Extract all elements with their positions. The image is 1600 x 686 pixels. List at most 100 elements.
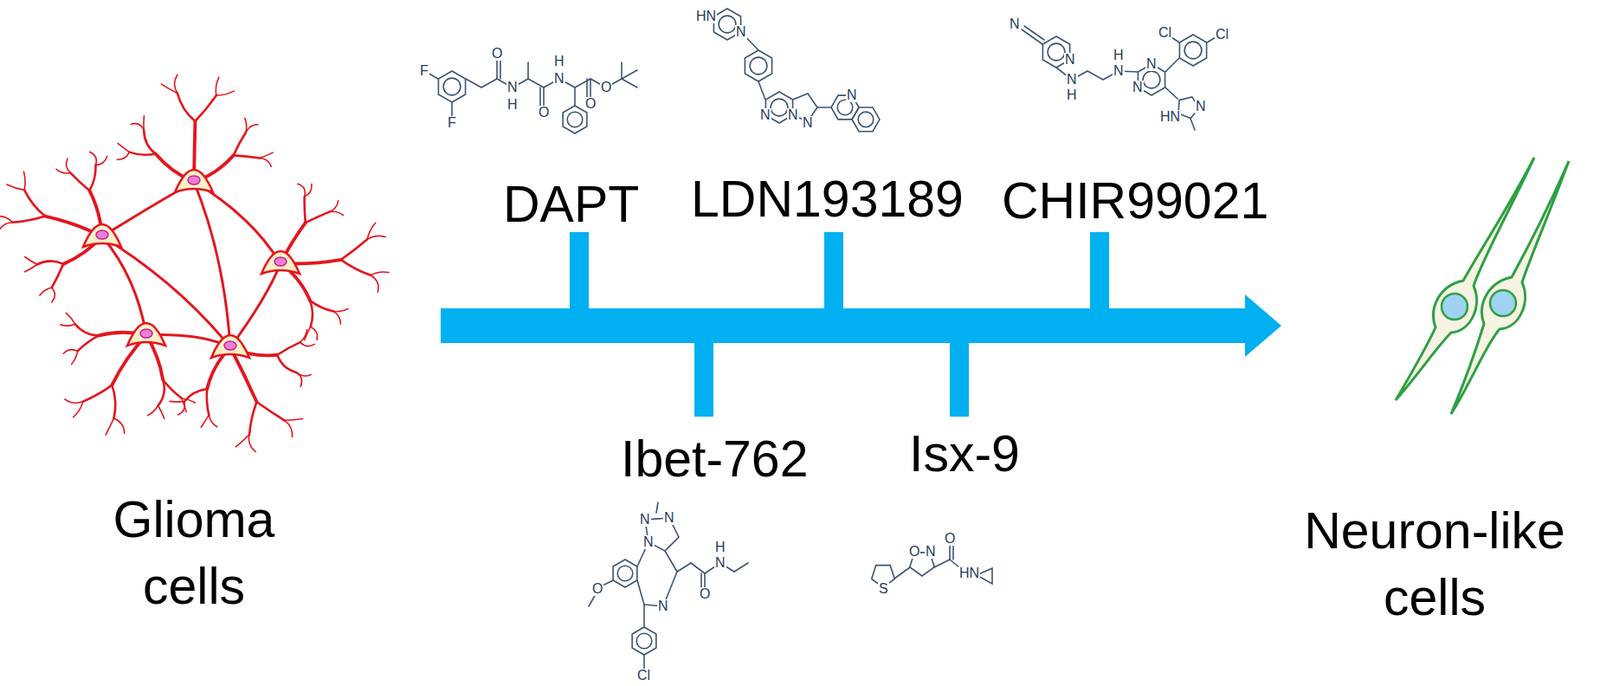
atom-label: HN [958, 566, 981, 581]
atom-label: O [908, 544, 921, 559]
bond [690, 562, 705, 574]
glial-process [248, 434, 256, 452]
atom-label: O [490, 46, 504, 61]
glial-process [90, 151, 97, 165]
bond [1179, 34, 1207, 66]
bond [612, 559, 638, 588]
aromatic-ring [567, 111, 583, 128]
atom-label: O [584, 96, 597, 111]
bond [934, 559, 950, 568]
glial-process [142, 116, 145, 131]
bond [496, 58, 498, 79]
aromatic-ring [636, 632, 652, 649]
atom-label: H [553, 54, 566, 69]
glial-process [51, 287, 56, 303]
atom-label: N [642, 535, 655, 549]
glial-process [304, 183, 312, 196]
glial-process [178, 401, 186, 415]
bond [574, 87, 576, 106]
glial-nucleus [274, 257, 287, 266]
glial-process [208, 414, 218, 427]
bond [438, 70, 465, 103]
glial-process [341, 259, 371, 276]
atom-label: S [877, 581, 890, 596]
bond [499, 58, 502, 79]
bond [637, 580, 645, 605]
atom-label: N [714, 555, 727, 570]
atom-label: N [1194, 99, 1207, 114]
bond [643, 654, 646, 669]
atom-label: N [638, 512, 652, 527]
glial-process [23, 171, 26, 190]
atom-label: N [1008, 17, 1021, 32]
glial-process [116, 152, 130, 161]
atom-label: N [553, 71, 566, 86]
glial-process [341, 238, 368, 260]
compound-name: DAPT [503, 179, 639, 231]
glial-process [143, 129, 155, 154]
neuron [1451, 161, 1569, 414]
glial-process [310, 326, 318, 340]
bond [817, 106, 832, 109]
atom-label: N [663, 510, 676, 525]
compound-name: LDN193189 [690, 174, 964, 226]
atom-label: Cl [1157, 25, 1173, 40]
process-arrow-body [440, 308, 1248, 343]
glial-process [102, 236, 231, 348]
step-tick [949, 339, 969, 417]
step-tick [569, 232, 589, 312]
neuron-nucleus [1490, 290, 1517, 317]
process-arrow-head [1245, 294, 1282, 357]
glial-process [111, 385, 116, 419]
atom-label: N [506, 80, 519, 95]
glial-process [12, 216, 46, 223]
aromatic-ring [1047, 43, 1065, 61]
bond [952, 543, 955, 560]
glial-process [245, 124, 259, 133]
glial-process [334, 311, 342, 325]
glial-process [215, 77, 220, 96]
bond [744, 50, 772, 82]
glial-process [309, 300, 313, 327]
aromatic-ring [718, 15, 736, 33]
bond [894, 567, 910, 579]
atom-label: H [1112, 48, 1125, 63]
bond [734, 562, 749, 572]
bond [1165, 58, 1180, 72]
glial-process [162, 380, 182, 399]
atom-label: H [1065, 88, 1078, 103]
glial-process [256, 401, 284, 420]
bond [1190, 118, 1195, 130]
glial-process [75, 323, 99, 336]
glial-process [51, 264, 64, 288]
bond [1165, 87, 1178, 99]
glial-process [129, 152, 155, 155]
glial-process [216, 90, 235, 96]
glial-process [277, 341, 300, 355]
glial-nucleus [224, 341, 237, 350]
glial-process [200, 414, 209, 427]
glial-process [65, 312, 75, 324]
glial-process [158, 405, 165, 419]
glial-process [235, 434, 250, 447]
atom-label: N [1065, 72, 1078, 87]
glial-process [71, 350, 78, 364]
atom-label: H [714, 540, 727, 555]
bond [948, 543, 951, 560]
compound-name: Ibet-762 [620, 433, 809, 485]
glial-soma [261, 251, 300, 274]
bond [758, 81, 766, 100]
bond [620, 62, 623, 79]
glial-process [300, 329, 308, 342]
glial-process [297, 183, 306, 197]
glial-nucleus [96, 230, 109, 239]
glial-process [304, 196, 306, 223]
glial-process [174, 74, 178, 93]
glial-process [158, 380, 165, 407]
bond [539, 87, 542, 108]
atom-label: F [446, 116, 458, 130]
glial-process [77, 335, 99, 351]
bond [465, 78, 622, 88]
glial-process [96, 155, 108, 165]
aromatic-ring [1184, 41, 1202, 59]
